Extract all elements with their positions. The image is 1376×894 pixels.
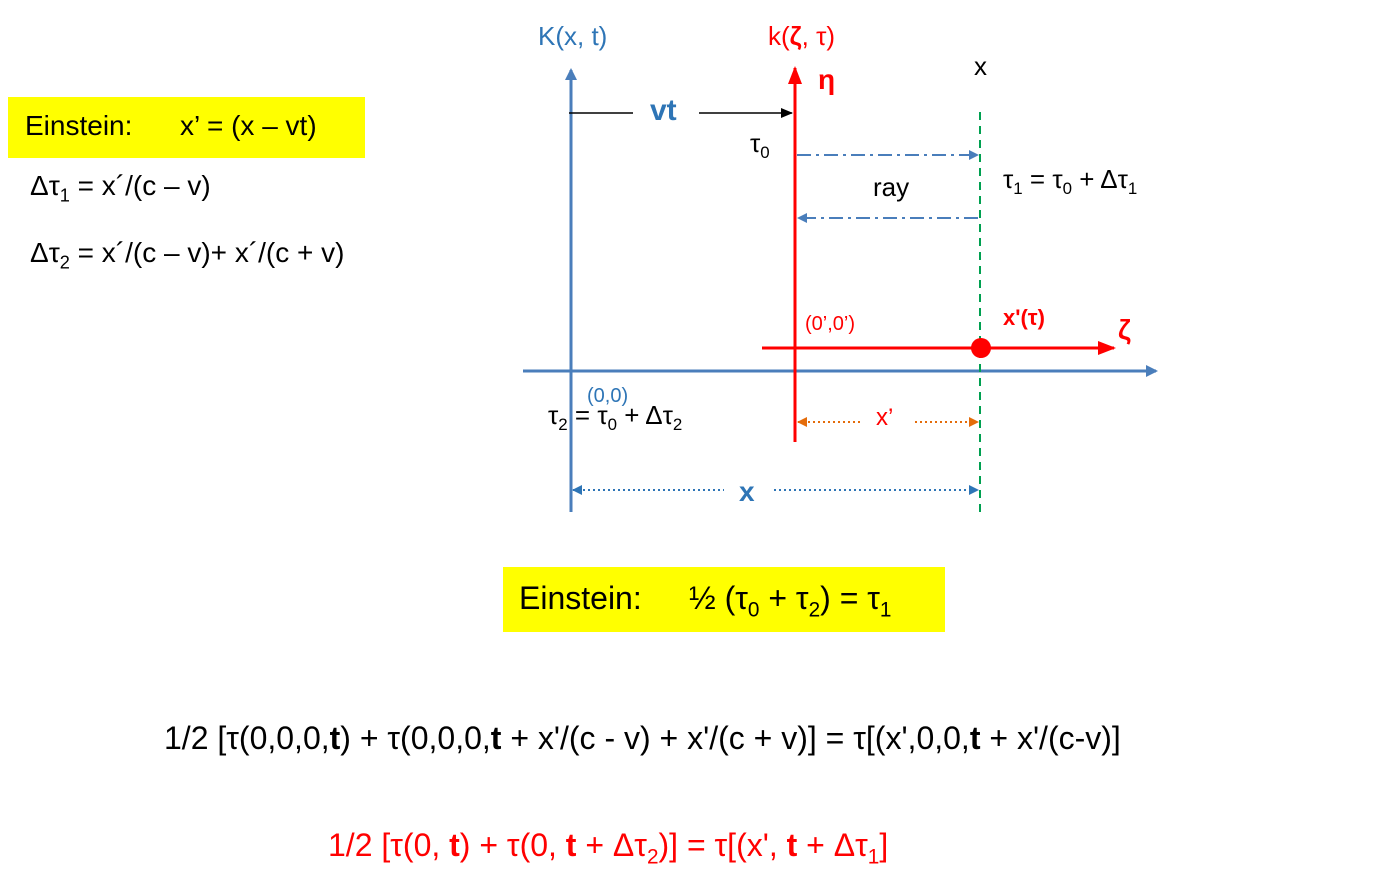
x-tau-label: x'(τ) bbox=[1003, 305, 1045, 330]
einstein-transform-prefix: Einstein: bbox=[25, 110, 133, 141]
x-prime-point bbox=[971, 338, 991, 358]
x-prime-label: x’ bbox=[876, 404, 894, 431]
einstein-transform-formula: x’ = (x – vt) bbox=[180, 110, 317, 141]
ray-label: ray bbox=[873, 172, 910, 202]
x-bottom-label: x bbox=[739, 476, 755, 507]
zeta-label: ζ bbox=[1118, 314, 1131, 345]
vt-label: vt bbox=[650, 94, 677, 127]
tau2-equation: τ2 = τ0 + Δτ2 bbox=[548, 400, 683, 434]
einstein-transform-box: Einstein: x’ = (x – vt) bbox=[8, 97, 365, 158]
tau0-label: τ0 bbox=[750, 128, 770, 162]
moving-origin-label: (0’,0’) bbox=[805, 313, 856, 335]
k-frame-label: K(x, t) bbox=[538, 21, 608, 51]
x-top-label: x bbox=[974, 51, 987, 81]
dtau1-equation: Δτ1 = x´/(c – v) bbox=[30, 170, 211, 206]
equation-reduced: 1/2 [τ(0, t) + τ(0, t + Δτ2)] = τ[(x', t… bbox=[328, 827, 889, 869]
dtau2-equation: Δτ2 = x´/(c – v)+ x´/(c + v) bbox=[30, 237, 345, 273]
einstein-synchrony-formula: ½ (τ0 + τ2) = τ1 bbox=[689, 580, 892, 622]
equation-full-coordinates: 1/2 [τ(0,0,0,t) + τ(0,0,0,t + x'/(c - v)… bbox=[164, 720, 1121, 756]
einstein-synchrony-prefix: Einstein: bbox=[519, 580, 642, 616]
tau1-equation: τ1 = τ0 + Δτ1 bbox=[1003, 164, 1138, 198]
moving-frame-label: k(ζ, τ) bbox=[768, 21, 836, 51]
eta-label: η bbox=[818, 64, 836, 95]
rest-origin-label: (0,0) bbox=[587, 385, 629, 407]
einstein-synchrony-box: Einstein: ½ (τ0 + τ2) = τ1 bbox=[503, 567, 945, 632]
